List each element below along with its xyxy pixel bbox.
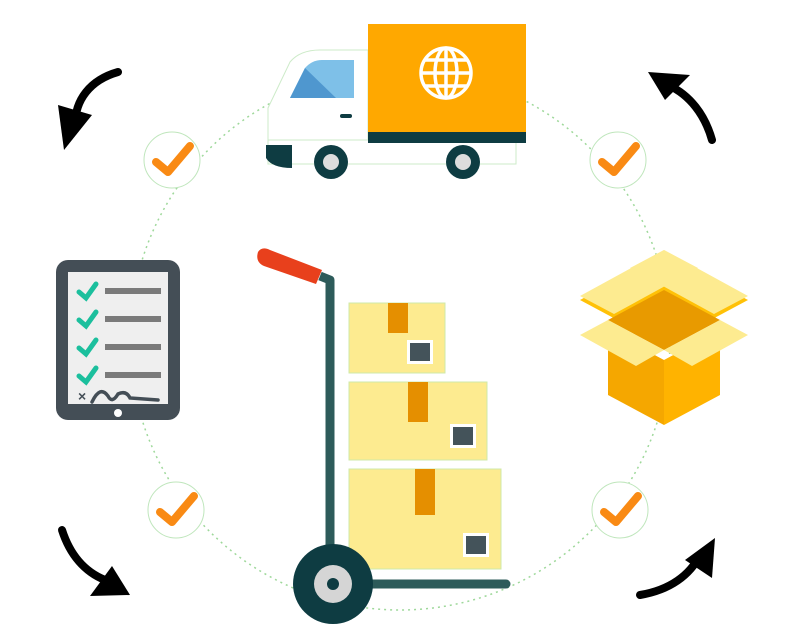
check-icon-top-left bbox=[143, 131, 201, 189]
check-icon-bottom-right bbox=[591, 481, 649, 539]
arrow-icon-bottom-right bbox=[636, 538, 715, 599]
arrow-icon-top-left bbox=[58, 68, 122, 150]
hand-truck bbox=[257, 248, 511, 624]
check-icon-top-right bbox=[589, 131, 647, 189]
open-box bbox=[580, 250, 748, 425]
signature-x: × bbox=[78, 388, 86, 404]
arrow-icon-top-right bbox=[648, 72, 716, 144]
delivery-truck bbox=[266, 24, 526, 179]
globe-icon bbox=[419, 46, 473, 100]
checklist-tablet: × bbox=[56, 260, 180, 420]
cargo-box-middle bbox=[348, 381, 488, 461]
check-icon-bottom-left bbox=[147, 481, 205, 539]
cargo-box-top bbox=[348, 302, 446, 374]
tablet-home-button bbox=[114, 409, 122, 417]
arrow-icon-bottom-left bbox=[58, 526, 130, 596]
cargo-box-bottom bbox=[348, 468, 502, 570]
hand-truck-handle bbox=[257, 248, 322, 284]
